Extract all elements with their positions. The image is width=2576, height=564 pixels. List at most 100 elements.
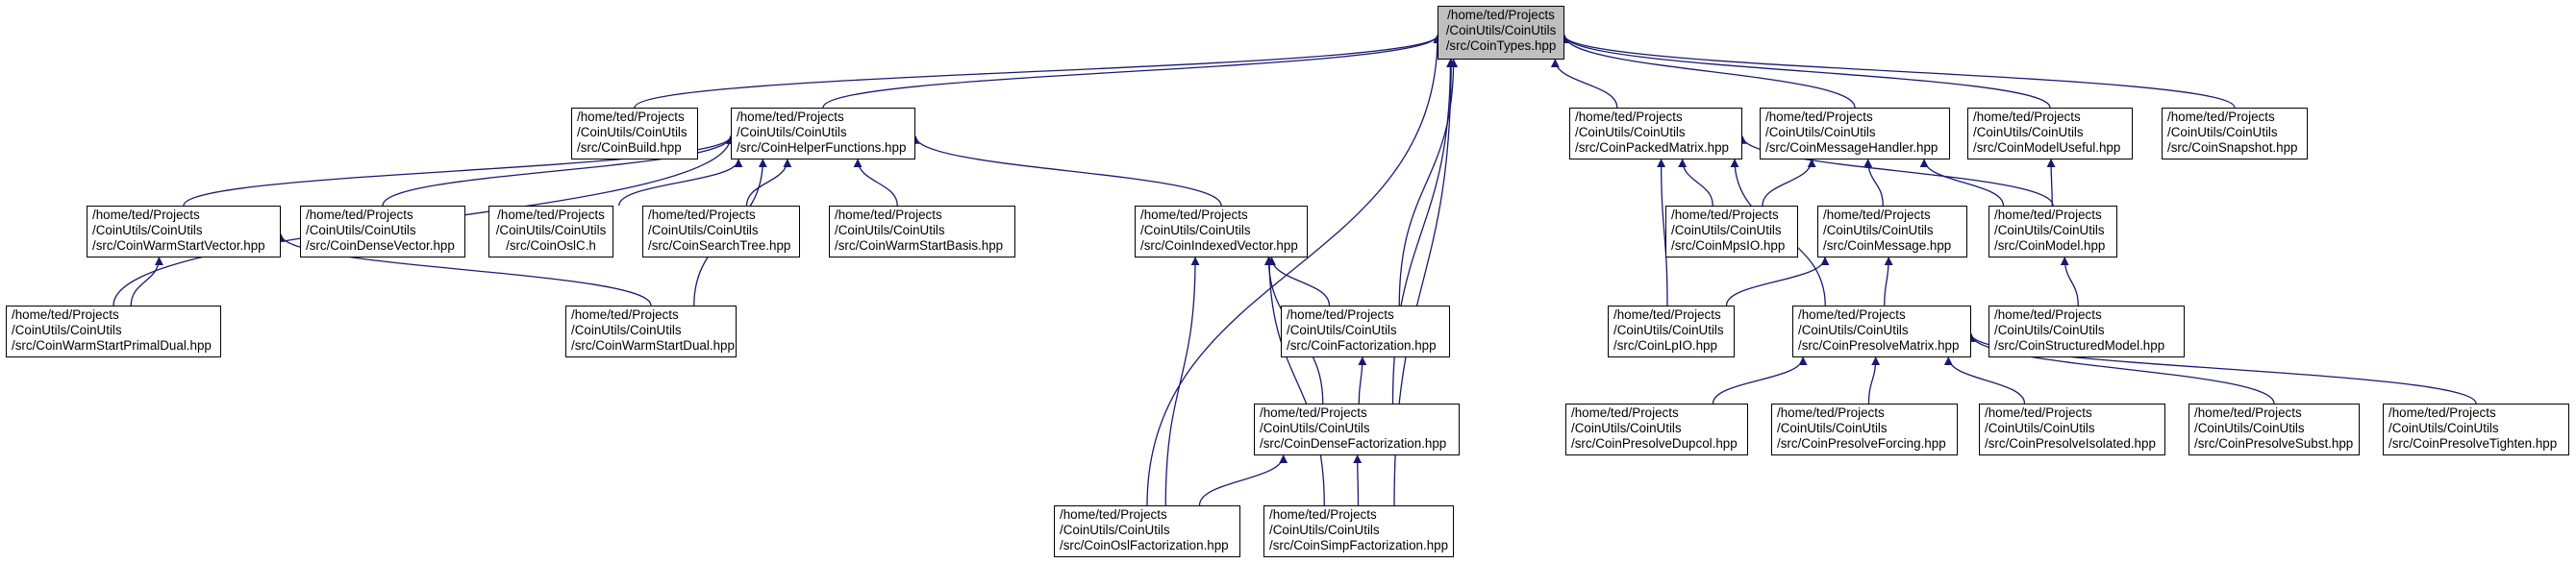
node-line: /home/ted/Projects <box>12 307 119 322</box>
node-line: /src/CoinPresolveForcing.hpp <box>1777 436 1946 451</box>
node-line: /CoinUtils/CoinUtils <box>1613 323 1724 337</box>
node-line: /home/ted/Projects <box>1060 507 1167 522</box>
edge-msghandler-to-types <box>1560 34 1856 109</box>
node-coin-mps-io-hpp[interactable]: /home/ted/Projects /CoinUtils/CoinUtils … <box>1665 206 1798 257</box>
edge-warmvec-to-helper <box>183 135 736 207</box>
node-coin-dense-factorization-hpp[interactable]: /home/ted/Projects /CoinUtils/CoinUtils … <box>1254 404 1460 455</box>
edge-mpsio-to-packed <box>1678 159 1713 207</box>
node-line: /CoinUtils/CoinUtils <box>1140 223 1251 237</box>
node-line: /home/ted/Projects <box>1287 307 1394 322</box>
node-coin-warm-start-vector-hpp[interactable]: /home/ted/Projects /CoinUtils/CoinUtils … <box>87 206 281 257</box>
node-coin-message-hpp[interactable]: /home/ted/Projects /CoinUtils/CoinUtils … <box>1817 206 1967 257</box>
node-line: /src/CoinStructuredModel.hpp <box>1994 338 2165 353</box>
edge-mpsio-to-msghandler <box>1762 159 1816 207</box>
node-coin-snapshot-hpp[interactable]: /home/ted/Projects /CoinUtils/CoinUtils … <box>2162 108 2308 159</box>
node-line: /CoinUtils/CoinUtils <box>1287 323 1397 337</box>
node-coin-warm-start-dual-hpp[interactable]: /home/ted/Projects /CoinUtils/CoinUtils … <box>565 306 737 357</box>
node-line: /src/CoinLpIO.hpp <box>1613 338 1717 353</box>
node-coin-factorization-hpp[interactable]: /home/ted/Projects /CoinUtils/CoinUtils … <box>1281 306 1450 357</box>
node-coin-presolve-matrix-hpp[interactable]: /home/ted/Projects /CoinUtils/CoinUtils … <box>1792 306 1971 357</box>
edge-simpfactor-to-indexed <box>1264 257 1325 506</box>
node-coin-message-handler-hpp[interactable]: /home/ted/Projects /CoinUtils/CoinUtils … <box>1760 108 1950 159</box>
node-line: /CoinUtils/CoinUtils <box>1777 421 1888 435</box>
node-line: /src/CoinPackedMatrix.hpp <box>1575 140 1730 155</box>
node-coin-osl-c-h[interactable]: /home/ted/Projects /CoinUtils/CoinUtils … <box>488 206 613 257</box>
node-coin-structured-model-hpp[interactable]: /home/ted/Projects /CoinUtils/CoinUtils … <box>1988 306 2185 357</box>
node-line: /CoinUtils/CoinUtils <box>737 125 847 139</box>
edge-densevec-to-helper <box>382 135 736 207</box>
node-coin-indexed-vector-hpp[interactable]: /home/ted/Projects /CoinUtils/CoinUtils … <box>1135 206 1308 257</box>
edge-oslfactor-to-types <box>1146 34 1442 506</box>
node-coin-lp-io-hpp[interactable]: /home/ted/Projects /CoinUtils/CoinUtils … <box>1608 306 1735 357</box>
node-line: /home/ted/Projects <box>1765 110 1873 124</box>
node-line: /CoinUtils/CoinUtils <box>1765 125 1876 139</box>
node-line: /src/CoinWarmStartDual.hpp <box>571 338 735 353</box>
node-coin-presolve-subst-hpp[interactable]: /home/ted/Projects /CoinUtils/CoinUtils … <box>2188 404 2360 455</box>
node-line: /src/CoinPresolveTighten.hpp <box>2388 436 2558 451</box>
node-line: /CoinUtils/CoinUtils <box>571 323 682 337</box>
edge-lpio-to-packed <box>1657 159 1668 307</box>
node-coin-warm-start-primal-dual-hpp[interactable]: /home/ted/Projects /CoinUtils/CoinUtils … <box>6 306 221 357</box>
node-coin-presolve-dupcol-hpp[interactable]: /home/ted/Projects /CoinUtils/CoinUtils … <box>1565 404 1748 455</box>
node-line: /src/CoinMessage.hpp <box>1823 238 1952 253</box>
node-line: /home/ted/Projects <box>648 208 756 222</box>
node-coin-osl-factorization-hpp[interactable]: /home/ted/Projects /CoinUtils/CoinUtils … <box>1054 505 1240 557</box>
node-coin-model-useful-hpp[interactable]: /home/ted/Projects /CoinUtils/CoinUtils … <box>1967 108 2133 159</box>
node-line: /src/CoinDenseVector.hpp <box>306 238 455 253</box>
node-line: /src/CoinPresolveSubst.hpp <box>2194 436 2354 451</box>
node-line: /CoinUtils/CoinUtils <box>495 223 607 237</box>
node-line: /CoinUtils/CoinUtils <box>1973 125 2084 139</box>
node-line: /src/CoinPresolveDupcol.hpp <box>1571 436 1738 451</box>
edge-warmprimal-to-warmvec <box>130 257 163 307</box>
node-coin-build-hpp[interactable]: /home/ted/Projects /CoinUtils/CoinUtils … <box>571 108 698 159</box>
node-line: /home/ted/Projects <box>835 208 942 222</box>
edge-model-to-packed <box>1738 135 2054 207</box>
node-line: /home/ted/Projects <box>1671 208 1779 222</box>
node-line: /src/CoinIndexedVector.hpp <box>1140 238 1298 253</box>
node-line: /CoinUtils/CoinUtils <box>1671 223 1782 237</box>
node-coin-packed-matrix-hpp[interactable]: /home/ted/Projects /CoinUtils/CoinUtils … <box>1569 108 1742 159</box>
node-coin-presolve-isolated-hpp[interactable]: /home/ted/Projects /CoinUtils/CoinUtils … <box>1979 404 2165 455</box>
edge-oslfactor-to-densefactor <box>1198 454 1288 506</box>
node-line: /CoinUtils/CoinUtils <box>1260 421 1370 435</box>
node-line: /src/CoinOslFactorization.hpp <box>1060 538 1229 552</box>
node-coin-presolve-tighten-hpp[interactable]: /home/ted/Projects /CoinUtils/CoinUtils … <box>2383 404 2569 455</box>
node-line: /home/ted/Projects <box>1823 208 1931 222</box>
node-line: /home/ted/Projects <box>1269 507 1377 522</box>
edge-modeluseful-to-types <box>1560 34 2051 109</box>
node-line: /CoinUtils/CoinUtils <box>1798 323 1909 337</box>
node-line: /CoinUtils/CoinUtils <box>1994 223 2105 237</box>
node-coin-dense-vector-hpp[interactable]: /home/ted/Projects /CoinUtils/CoinUtils … <box>300 206 465 257</box>
node-coin-model-hpp[interactable]: /home/ted/Projects /CoinUtils/CoinUtils … <box>1988 206 2117 257</box>
node-line: /CoinUtils/CoinUtils <box>1445 23 1557 37</box>
edge-simpfactor-to-densefactor <box>1353 454 1363 506</box>
node-line: /src/CoinSnapshot.hpp <box>2167 140 2298 155</box>
edge-warmdual-to-warmvec <box>276 233 652 307</box>
node-line: /src/CoinWarmStartPrimalDual.hpp <box>12 338 212 353</box>
node-line: /CoinUtils/CoinUtils <box>2167 125 2278 139</box>
edge-oslfactor-to-indexed <box>1164 257 1200 506</box>
node-coin-presolve-forcing-hpp[interactable]: /home/ted/Projects /CoinUtils/CoinUtils … <box>1771 404 1958 455</box>
node-line: /CoinUtils/CoinUtils <box>1994 323 2105 337</box>
edge-message-to-msghandler <box>1863 159 1884 207</box>
node-line: /src/CoinTypes.hpp <box>1445 38 1557 53</box>
edge-model-to-modeluseful <box>2046 159 2056 207</box>
node-line: /CoinUtils/CoinUtils <box>2388 421 2499 435</box>
node-coin-helper-functions-hpp[interactable]: /home/ted/Projects /CoinUtils/CoinUtils … <box>731 108 915 159</box>
node-coin-search-tree-hpp[interactable]: /home/ted/Projects /CoinUtils/CoinUtils … <box>642 206 800 257</box>
node-line: /home/ted/Projects <box>1798 307 1906 322</box>
edge-presolvematrix-to-message <box>1884 257 1893 307</box>
edge-factor-to-indexed <box>1267 257 1331 307</box>
edge-lpio-to-message <box>1725 257 1830 307</box>
node-line: /src/CoinSimpFactorization.hpp <box>1269 538 1449 552</box>
node-line: /home/ted/Projects <box>1575 110 1683 124</box>
node-line: /CoinUtils/CoinUtils <box>1269 523 1380 537</box>
node-line: /home/ted/Projects <box>92 208 200 222</box>
node-coin-simp-factorization-hpp[interactable]: /home/ted/Projects /CoinUtils/CoinUtils … <box>1263 505 1454 557</box>
node-coin-warm-start-basis-hpp[interactable]: /home/ted/Projects /CoinUtils/CoinUtils … <box>829 206 1015 257</box>
node-line: /src/CoinModel.hpp <box>1994 238 2106 253</box>
node-line: /home/ted/Projects <box>1777 405 1885 420</box>
node-coin-types-hpp[interactable]: /home/ted/Projects /CoinUtils/CoinUtils … <box>1438 6 1564 60</box>
node-line: /CoinUtils/CoinUtils <box>306 223 416 237</box>
node-line: /home/ted/Projects <box>1973 110 2081 124</box>
